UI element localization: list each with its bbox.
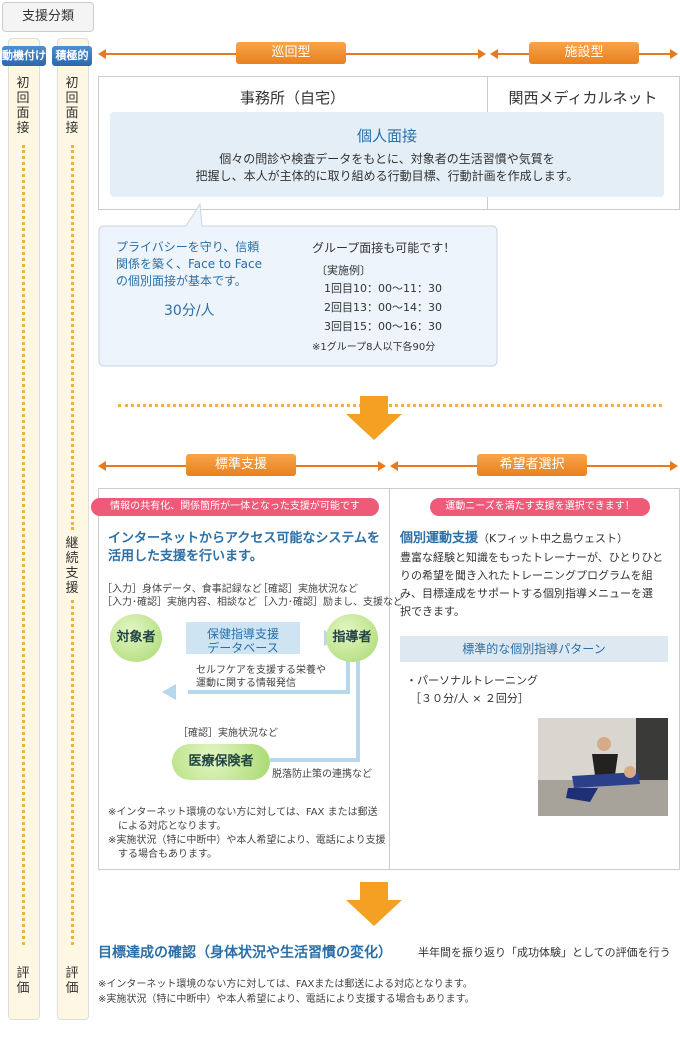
node-insurer: 医療保険者 — [172, 744, 270, 780]
side-head-active: 積極的 — [52, 46, 92, 66]
down-arrow-2 — [344, 882, 404, 928]
optional-title: 個別運動支援 — [400, 531, 478, 546]
standard-note-2b: する場合もあります。 — [118, 848, 217, 861]
group-title: グループ面接も可能です！ — [312, 239, 455, 256]
tag-optional: 希望者選択 — [477, 454, 587, 476]
tag-patrol: 巡回型 — [236, 42, 346, 64]
dropout-label: 脱落防止策の連携など — [272, 768, 372, 781]
input-left-1: ［入力］身体データ、食事記録など — [102, 583, 262, 596]
pattern-2: ［３０分/人 × ２回分］ — [410, 690, 529, 706]
optional-desc-3: み、目標達成をサポートする個別指導メニューを選 — [400, 585, 653, 601]
side-label-evaluation-2: 評価 — [65, 966, 79, 996]
side-dotline-2a — [71, 145, 74, 530]
facility-label: 関西メディカルネット — [488, 87, 678, 108]
feedback-1: セルフケアを支援する栄養や — [196, 664, 326, 677]
bubble-line-3: の個別面接が基本です。 — [116, 272, 247, 289]
standard-headline-1: インターネットからアクセス可能なシステムを — [108, 527, 380, 546]
group-slot-1: 1回目10：00〜11：30 — [324, 280, 442, 296]
group-slot-3: 3回目15：00〜16：30 — [324, 318, 442, 334]
training-photo — [538, 718, 668, 816]
interview-title: 個人面接 — [110, 125, 664, 146]
optional-pill: 運動ニーズを満たす支援を選択できます！ — [430, 498, 650, 516]
group-example: 〔実施例〕 — [316, 262, 371, 278]
footer-title: 目標達成の確認（身体状況や生活習慣の変化） — [98, 942, 392, 962]
office-label: 事務所（自宅） — [98, 87, 487, 108]
footer-note-1: ※インターネット環境のない方に対しては、FAXまたは郵送による対応となります。 — [98, 978, 473, 991]
interview-desc-2: 把握し、本人が主体的に取り組める行動目標、行動計画を作成します。 — [110, 167, 664, 184]
optional-desc-1: 豊富な経験と知識をもったトレーナーが、ひとりひと — [400, 549, 663, 565]
bubble-line-2: 関係を築く、Face to Face — [116, 255, 262, 272]
tag-facility: 施設型 — [529, 42, 639, 64]
input-right-1: ［確認］実施状況など — [258, 583, 358, 596]
side-dotline-1 — [22, 145, 25, 945]
bubble-line-1: プライバシーを守り、信頼 — [116, 238, 259, 255]
side-label-first-interview-1: 初回面接 — [16, 76, 30, 136]
header-tab: 支援分類 — [2, 2, 94, 32]
node-subject: 対象者 — [110, 614, 162, 662]
database-line-2: データベース — [186, 639, 300, 656]
standard-headline-2: 活用した支援を行います。 — [108, 545, 263, 564]
standard-pill: 情報の共有化、関係箇所が一体となった支援が可能です — [91, 498, 379, 516]
down-arrow-1 — [344, 396, 404, 442]
side-head-motivation: 動機付け — [2, 46, 46, 66]
divider-v2 — [389, 488, 390, 869]
interview-desc-1: 個々の問診や検査データをもとに、対象者の生活習慣や気質を — [110, 150, 664, 167]
footer-note-2: ※実施状況（特に中断中）や本人希望により、電話により支援する場合もあります。 — [98, 993, 475, 1006]
pattern-1: ・パーソナルトレーニング — [406, 672, 538, 688]
mid-arrows — [96, 456, 680, 476]
side-label-first-interview-2: 初回面接 — [65, 76, 79, 136]
pattern-title: 標準的な個別指導パターン — [400, 636, 668, 662]
page-title: 支援分類 — [22, 9, 74, 24]
standard-note-2a: ※実施状況（特に中断中）や本人希望により、電話により支援 — [108, 834, 386, 847]
group-note: ※1グループ8人以下各90分 — [312, 338, 435, 353]
optional-title-sub: （Kフィット中之島ウェスト） — [478, 532, 628, 545]
optional-desc-2: りの希望を聞き入れたトレーニングプログラムを組 — [400, 567, 653, 583]
optional-desc-4: 択できます。 — [400, 603, 465, 619]
group-slot-2: 2回目13：00〜14：30 — [324, 299, 442, 315]
side-label-continuous: 継続支援 — [65, 536, 79, 596]
optional-title-row: 個別運動支援（Kフィット中之島ウェスト） — [400, 527, 628, 546]
standard-note-1a: ※インターネット環境のない方に対しては、FAX または郵送 — [108, 806, 378, 819]
footer-subtitle: 半年間を振り返り「成功体験」としての評価を行う — [418, 944, 671, 960]
feedback-2: 運動に関する情報発信 — [196, 677, 296, 690]
insurer-confirm: ［確認］実施状況など — [178, 727, 278, 740]
tag-standard: 標準支援 — [186, 454, 296, 476]
side-dotline-2b — [71, 600, 74, 945]
bubble-price: 30分/人 — [164, 300, 215, 320]
standard-note-1b: による対応となります。 — [118, 820, 226, 833]
node-instructor: 指導者 — [326, 614, 378, 662]
side-label-evaluation-1: 評価 — [16, 966, 30, 996]
